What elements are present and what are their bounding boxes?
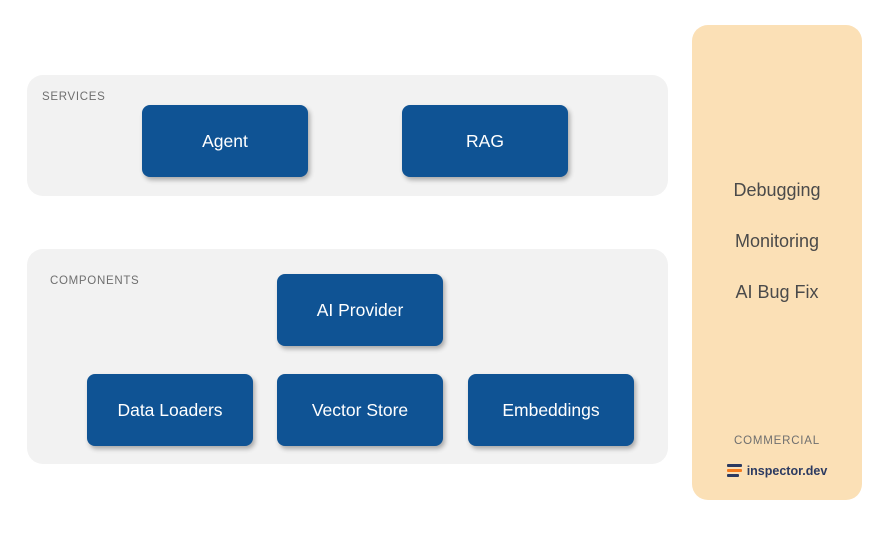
node-vector-store[interactable]: Vector Store <box>277 374 443 446</box>
group-label-components: COMPONENTS <box>50 275 140 287</box>
node-rag[interactable]: RAG <box>402 105 568 177</box>
feature-label-monitoring: Monitoring <box>734 231 820 251</box>
feature-item-ai-bug-fix[interactable]: AI Bug Fix <box>692 282 862 303</box>
node-data-loaders-label: Data Loaders <box>117 399 223 420</box>
group-panel-services <box>27 75 668 196</box>
feature-item-monitoring[interactable]: Monitoring <box>692 231 862 252</box>
group-label-services: SERVICES <box>42 91 106 103</box>
node-embeddings-label: Embeddings <box>502 399 600 420</box>
brand-name: inspector.dev <box>746 463 828 478</box>
commercial-panel: Debugging Monitoring AI Bug Fix COMMERCI… <box>692 25 862 500</box>
brand-row[interactable]: inspector.dev <box>692 463 862 478</box>
node-rag-label: RAG <box>466 130 504 151</box>
feature-label-ai-bug-fix: AI Bug Fix <box>735 282 819 302</box>
node-agent[interactable]: Agent <box>142 105 308 177</box>
feature-label-debugging: Debugging <box>733 180 821 200</box>
commercial-section-label: COMMERCIAL <box>734 435 820 447</box>
node-embeddings[interactable]: Embeddings <box>468 374 634 446</box>
node-ai-provider[interactable]: AI Provider <box>277 274 443 346</box>
node-vector-store-label: Vector Store <box>311 399 409 420</box>
three-bars-logo-icon <box>726 463 742 478</box>
node-ai-provider-label: AI Provider <box>316 299 404 320</box>
node-agent-label: Agent <box>202 130 248 151</box>
feature-item-debugging[interactable]: Debugging <box>692 180 862 201</box>
node-data-loaders[interactable]: Data Loaders <box>87 374 253 446</box>
